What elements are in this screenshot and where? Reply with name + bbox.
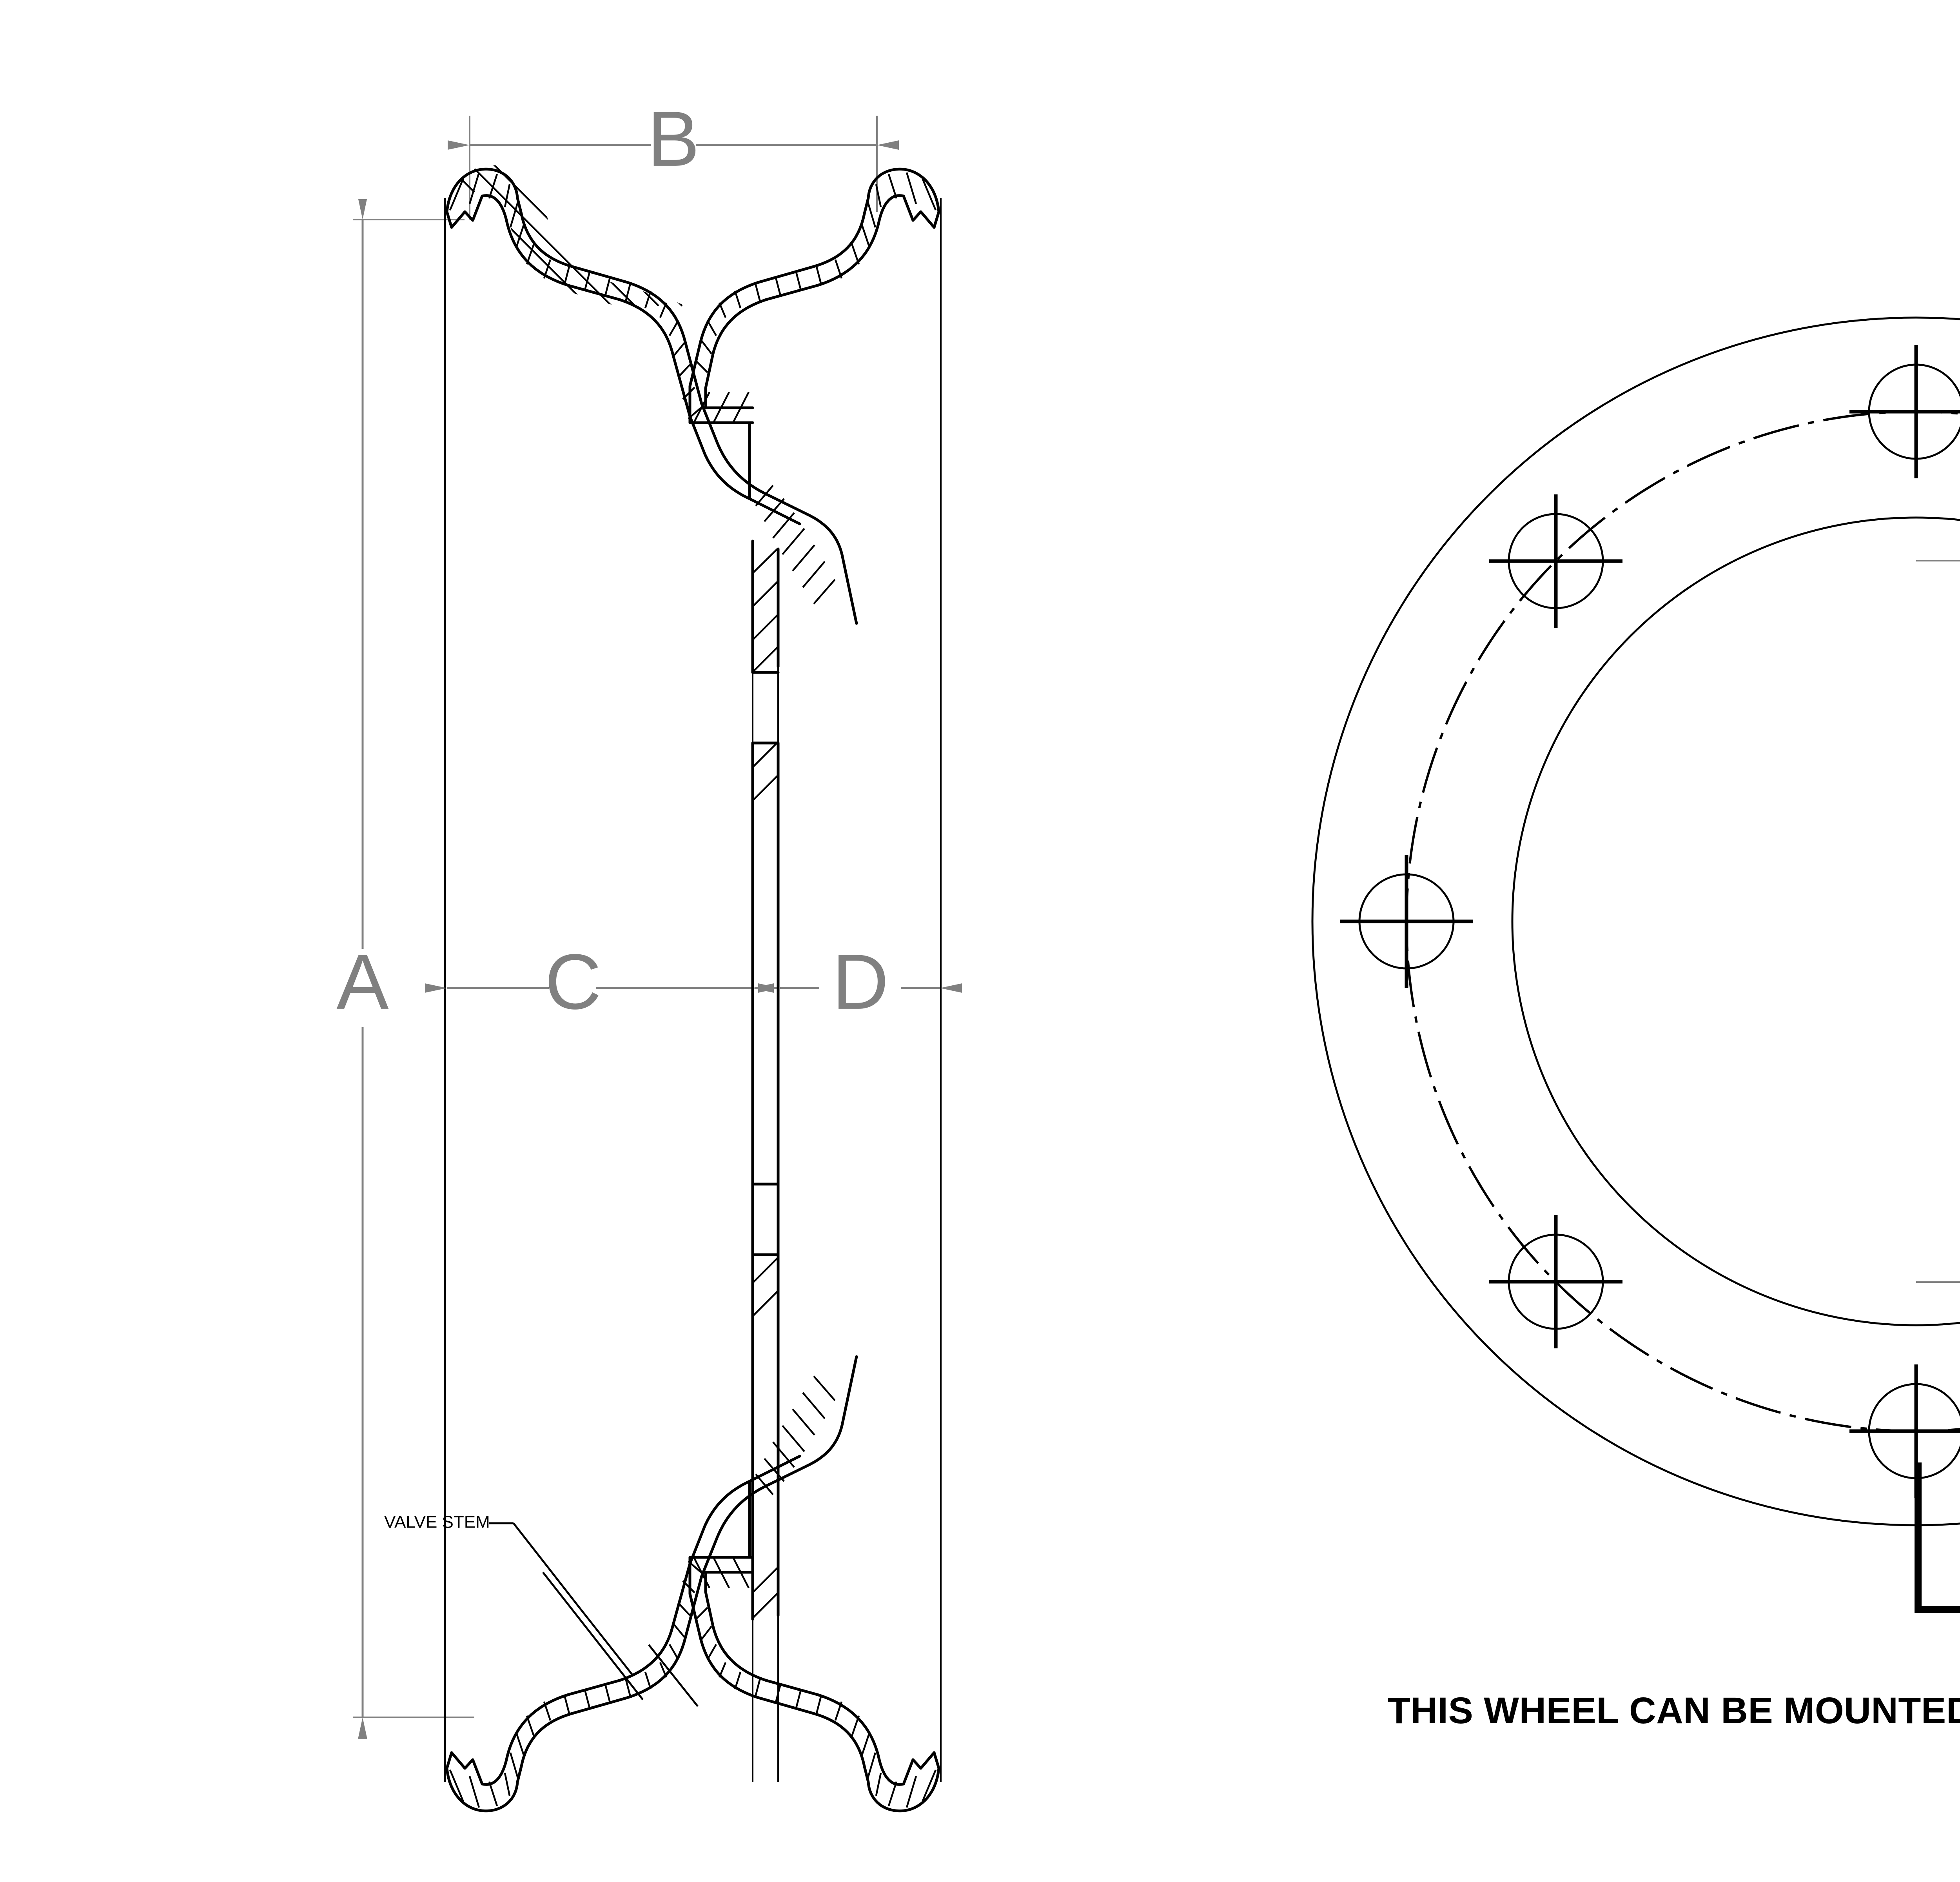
bolt-hole-group	[1340, 345, 1960, 1498]
detail-view-leader	[1915, 1462, 1960, 1613]
rim-profile-disc-wall	[751, 540, 780, 1621]
section-hatch-disc-transition-lower	[755, 1375, 836, 1495]
bolt-circle	[1405, 411, 1960, 1432]
valve-stem-axis-line-2	[648, 1644, 699, 1707]
wheel-hub-circle	[1511, 516, 1960, 1326]
dimension-label-C: C	[545, 938, 601, 1026]
section-hatch-disc-mid-upper	[753, 742, 778, 801]
section-hatch-lower-left	[449, 1560, 702, 1808]
section-hatch-disc-transition	[755, 485, 836, 605]
valve-stem-label: VALVE STEM	[384, 1513, 490, 1532]
dimension-label-A: A	[336, 938, 389, 1026]
rim-profile-lower	[445, 1355, 940, 1813]
wheel-cross-section-view: A B C D	[336, 95, 962, 1813]
bolt-hole	[1489, 1215, 1622, 1348]
section-hatch-upper-left	[449, 172, 702, 420]
dimension-label-B: B	[647, 95, 699, 183]
bolt-hole	[1489, 494, 1622, 628]
section-hatch-disc-upper	[753, 548, 778, 672]
dimension-D: D	[758, 938, 962, 1026]
wheel-face-view: E F THIS WHEEL CAN BE MOUNTED ON ONE SID…	[1311, 316, 1960, 1731]
section-hatch-lower-right	[695, 1607, 937, 1808]
valve-stem-callout: VALVE STEM	[384, 1513, 699, 1707]
bolt-hole	[1849, 345, 1960, 478]
dimension-label-D: D	[832, 938, 889, 1026]
rim-profile-upper	[445, 165, 940, 625]
valve-stem-axis-line	[542, 1571, 644, 1700]
dimension-C: C	[425, 938, 774, 1026]
mounting-note: THIS WHEEL CAN BE MOUNTED ON ONE SIDE ON…	[1388, 1690, 1960, 1731]
section-hatch-wellpad	[693, 391, 750, 423]
section-hatch-wellpad-lower	[693, 1557, 750, 1589]
bolt-hole	[1340, 855, 1473, 988]
section-hatch-upper-right	[695, 172, 937, 373]
dimension-B: B	[448, 95, 899, 220]
bolt-hole	[1849, 1364, 1960, 1498]
dimension-A: A	[336, 199, 474, 1739]
section-hatch-disc-lower	[753, 1257, 778, 1618]
